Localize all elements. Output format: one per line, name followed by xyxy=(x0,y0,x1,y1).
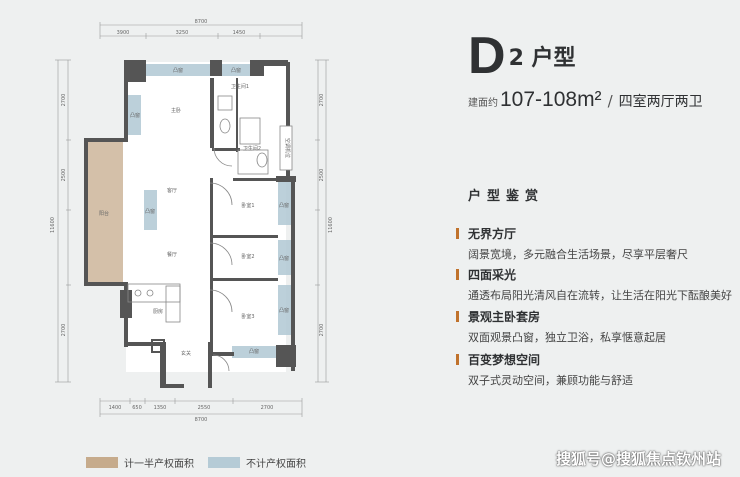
dim-left-total: 11600 xyxy=(50,217,56,233)
plan-title-sub: 2 户型 xyxy=(508,46,576,71)
legend-item: 不计产权面积 xyxy=(208,455,306,470)
dim-right-total: 11600 xyxy=(328,217,334,233)
feature-title: 四面采光 xyxy=(468,268,517,282)
room-label-bay: 凸窗 xyxy=(279,307,289,314)
room-label-bay: 凸窗 xyxy=(145,208,155,215)
room-label-bed1: 卧室1 xyxy=(241,202,254,209)
bay-window-living xyxy=(144,190,157,230)
bay-window-bed3 xyxy=(278,285,291,335)
feature-desc: 阔景宽境，多元融合生活场景，尽享平层奢尺 xyxy=(468,248,688,261)
feature-item: 景观主卧套房 双面观景凸窗，独立卫浴，私享惬意起居 xyxy=(456,308,736,345)
bay-window-bed2 xyxy=(278,240,291,275)
watermark: 搜狐号@搜狐焦点钦州站 xyxy=(556,450,722,468)
floor-plan: 8700 3900 3250 1450 1400 650 1350 2550 2… xyxy=(50,19,334,423)
dim-top-seg: 3250 xyxy=(176,30,189,36)
feature-desc: 双子式灵动空间，兼顾功能与舒适 xyxy=(468,374,633,387)
area-value: 107-108m² xyxy=(500,88,602,111)
dim-right-seg: 2700 xyxy=(319,324,325,337)
feature-desc: 通透布局阳光清风自在流转，让生活在阳光下酝酿美好 xyxy=(468,289,732,302)
legend-swatch xyxy=(86,457,118,468)
dim-bottom-seg: 2700 xyxy=(261,405,274,411)
feature-title: 无界方厅 xyxy=(468,227,517,241)
dim-bottom-seg: 2550 xyxy=(198,405,211,411)
area-prefix: 建面约 xyxy=(468,98,498,109)
room-label-master: 主卧 xyxy=(171,107,181,114)
room-label-bay: 凸窗 xyxy=(231,67,241,74)
accent-bar xyxy=(456,228,459,239)
dim-bottom-seg: 1350 xyxy=(154,405,167,411)
bay-window-bed3-bottom xyxy=(232,346,276,358)
balcony-area xyxy=(86,142,123,284)
bay-window-bed1 xyxy=(278,180,291,225)
feature-desc: 双面观景凸窗，独立卫浴，私享惬意起居 xyxy=(468,331,666,344)
room-label-bath1: 卫生间1 xyxy=(231,83,249,90)
legend-swatch xyxy=(208,457,240,468)
dim-right-seg: 2500 xyxy=(319,169,325,182)
area-separator: / xyxy=(607,92,613,110)
plan-title-letter: D xyxy=(468,27,507,85)
accent-bar xyxy=(456,269,459,280)
dim-bottom-seg: 1400 xyxy=(109,405,122,411)
plan-title: D2 户型 xyxy=(468,30,728,82)
dim-right-seg: 2700 xyxy=(319,94,325,107)
legend-item: 计一半产权面积 xyxy=(86,455,194,470)
accent-bar xyxy=(456,311,459,322)
dim-left-seg: 2500 xyxy=(61,169,67,182)
feature-item: 无界方厅 阔景宽境，多元融合生活场景，尽享平层奢尺 xyxy=(456,225,736,262)
section-title: 户型鉴赏 xyxy=(468,189,545,204)
bay-window-master-side xyxy=(128,95,141,135)
dim-bottom-seg: 650 xyxy=(132,405,142,411)
room-label-bay: 凸窗 xyxy=(130,112,140,119)
room-label-ac: 空调机位 xyxy=(284,138,291,158)
dim-top-seg: 1450 xyxy=(233,30,246,36)
accent-bar xyxy=(456,354,459,365)
legend-label: 不计产权面积 xyxy=(246,459,306,470)
area-line: 建面约 107-108m² / 四室两厅两卫 xyxy=(468,88,703,112)
dim-left-seg: 2700 xyxy=(61,324,67,337)
dim-bottom-total: 8700 xyxy=(195,417,208,423)
dim-top-seg: 3900 xyxy=(117,30,130,36)
room-label-balcony: 阳台 xyxy=(99,210,109,217)
room-label-kitchen: 厨房 xyxy=(153,308,163,315)
area-layout: 四室两厅两卫 xyxy=(618,94,703,110)
room-label-bed2: 卧室2 xyxy=(241,253,254,260)
room-label-bay: 凸窗 xyxy=(279,255,289,262)
bay-window-bath xyxy=(222,64,250,76)
room-label-bay: 凸窗 xyxy=(249,348,259,355)
feature-item: 百变梦想空间 双子式灵动空间，兼顾功能与舒适 xyxy=(456,351,736,388)
room-label-bay: 凸窗 xyxy=(279,202,289,209)
dim-left-seg: 2700 xyxy=(61,94,67,107)
legend-label: 计一半产权面积 xyxy=(124,459,194,470)
room-label-entry: 玄关 xyxy=(181,350,191,357)
feature-item: 四面采光 通透布局阳光清风自在流转，让生活在阳光下酝酿美好 xyxy=(456,266,736,303)
room-label-living: 客厅 xyxy=(167,187,177,194)
room-label-bed3: 卧室3 xyxy=(241,313,254,320)
room-label-bay: 凸窗 xyxy=(173,67,183,74)
bay-window-master xyxy=(146,64,210,76)
room-label-dining: 餐厅 xyxy=(167,251,177,258)
room-label-bath2: 卫生间2 xyxy=(243,145,261,152)
feature-title: 景观主卧套房 xyxy=(468,310,541,324)
dim-top-total: 8700 xyxy=(195,19,208,25)
feature-title: 百变梦想空间 xyxy=(468,353,541,367)
